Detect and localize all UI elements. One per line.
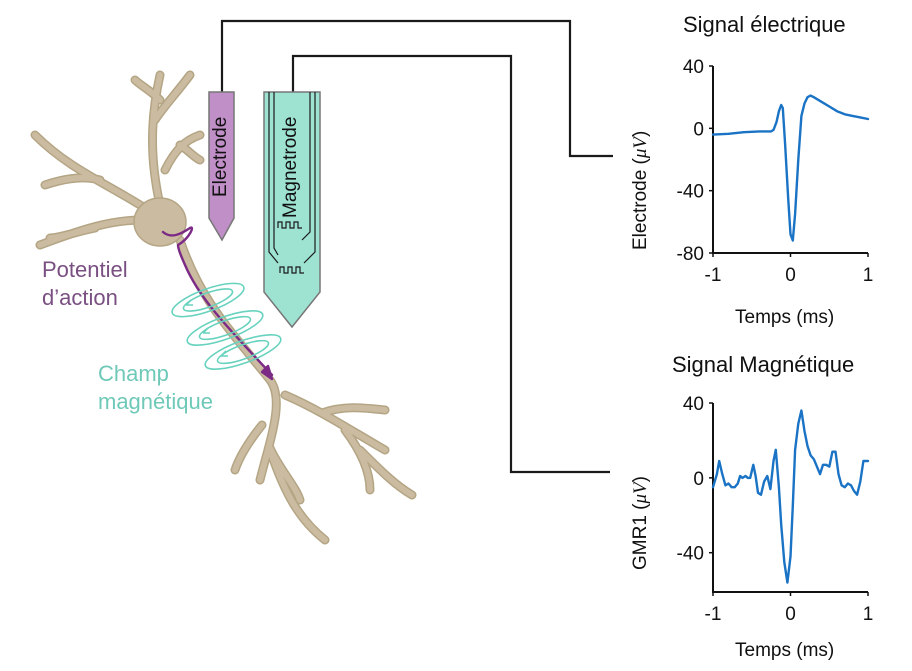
wires bbox=[220, 19, 613, 474]
magnetic-field-loops bbox=[171, 282, 282, 370]
chart-magnetic-ylabel: GMR1 (μV) bbox=[630, 476, 651, 570]
magnetrode-probe bbox=[263, 91, 321, 329]
electrode-label: Electrode bbox=[210, 116, 231, 197]
chart-electric-ylabel-text: Electrode bbox=[630, 169, 651, 250]
electrode-probe bbox=[208, 91, 235, 242]
chart-electric-xlabel: Temps (ms) bbox=[735, 307, 835, 328]
action-potential-label-line2: d’action bbox=[42, 285, 118, 310]
magnetic-field-label-line2: magnétique bbox=[98, 389, 213, 414]
chart-magnetic-ylabel-unit: μV bbox=[630, 482, 651, 504]
neuron-soma bbox=[133, 197, 187, 247]
magnetic-field-label-line1: Champ bbox=[98, 361, 169, 386]
gmr-sensor-1 bbox=[277, 221, 302, 229]
magnetic-field-text: Champ magnétique bbox=[98, 360, 213, 416]
chart-electric-ylabel-unit: μV bbox=[630, 136, 651, 159]
magnetrode-label: Magnetrode bbox=[280, 116, 301, 218]
chart-electric-title: Signal électrique bbox=[683, 12, 846, 37]
action-potential-label: Potentiel d’action bbox=[42, 256, 128, 312]
chart-electric-ylabel: Electrode (μV) bbox=[630, 130, 651, 250]
chart-magnetic-ylabel-text: GMR1 bbox=[630, 515, 651, 570]
action-potential-arrow bbox=[161, 226, 274, 381]
gmr-sensor-2 bbox=[279, 266, 304, 274]
chart-magnetic-xlabel: Temps (ms) bbox=[735, 640, 835, 661]
electrode-wire bbox=[220, 19, 613, 158]
action-potential-label-line1: Potentiel bbox=[42, 257, 128, 282]
chart-magnetic-title: Signal Magnétique bbox=[672, 352, 855, 377]
magnetrode-wire bbox=[291, 54, 610, 474]
